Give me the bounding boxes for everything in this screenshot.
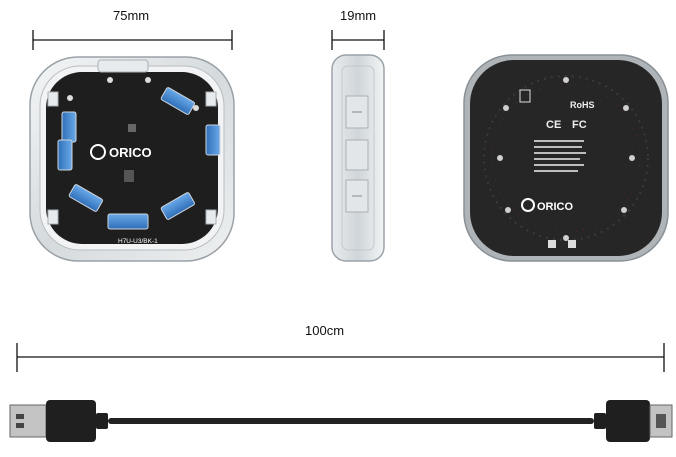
thickness-dimension-label: 19mm (340, 8, 377, 23)
cable-length-label: 100cm (305, 323, 345, 338)
back-brand-logo: ORICO (537, 201, 574, 213)
cable-dimension-line (16, 343, 665, 372)
orico-logo-icon (521, 198, 535, 212)
hub-bottom-view: RoHS CE FC ORICO (463, 54, 669, 262)
thickness-dimension-line (331, 30, 385, 50)
hub-side-view (331, 54, 385, 262)
recycle-bin-icon (519, 89, 531, 103)
usb-port-icon (68, 184, 103, 212)
model-code-text: H7U-U3/BK-1 (118, 238, 158, 245)
width-dimension-label: 75mm (113, 8, 150, 23)
usb-a-connector (9, 404, 47, 438)
ce-mark: CE (546, 119, 561, 131)
fc-mark: FC (572, 119, 587, 131)
usb-port-icon (57, 139, 73, 171)
usb-port-icon (205, 124, 221, 156)
hub-top-view: ORICO H7U-U3/BK-1 (29, 56, 235, 262)
orico-logo-icon (90, 144, 106, 160)
width-dimension-line (32, 30, 233, 50)
usb-cable (9, 400, 673, 442)
usb-port-icon (107, 213, 149, 230)
usb-port-icon (160, 87, 195, 115)
front-brand-logo: ORICO (109, 145, 152, 160)
usb-port-icon (160, 192, 195, 220)
rohs-mark: RoHS (570, 100, 595, 110)
usb-port-icon (61, 111, 77, 143)
